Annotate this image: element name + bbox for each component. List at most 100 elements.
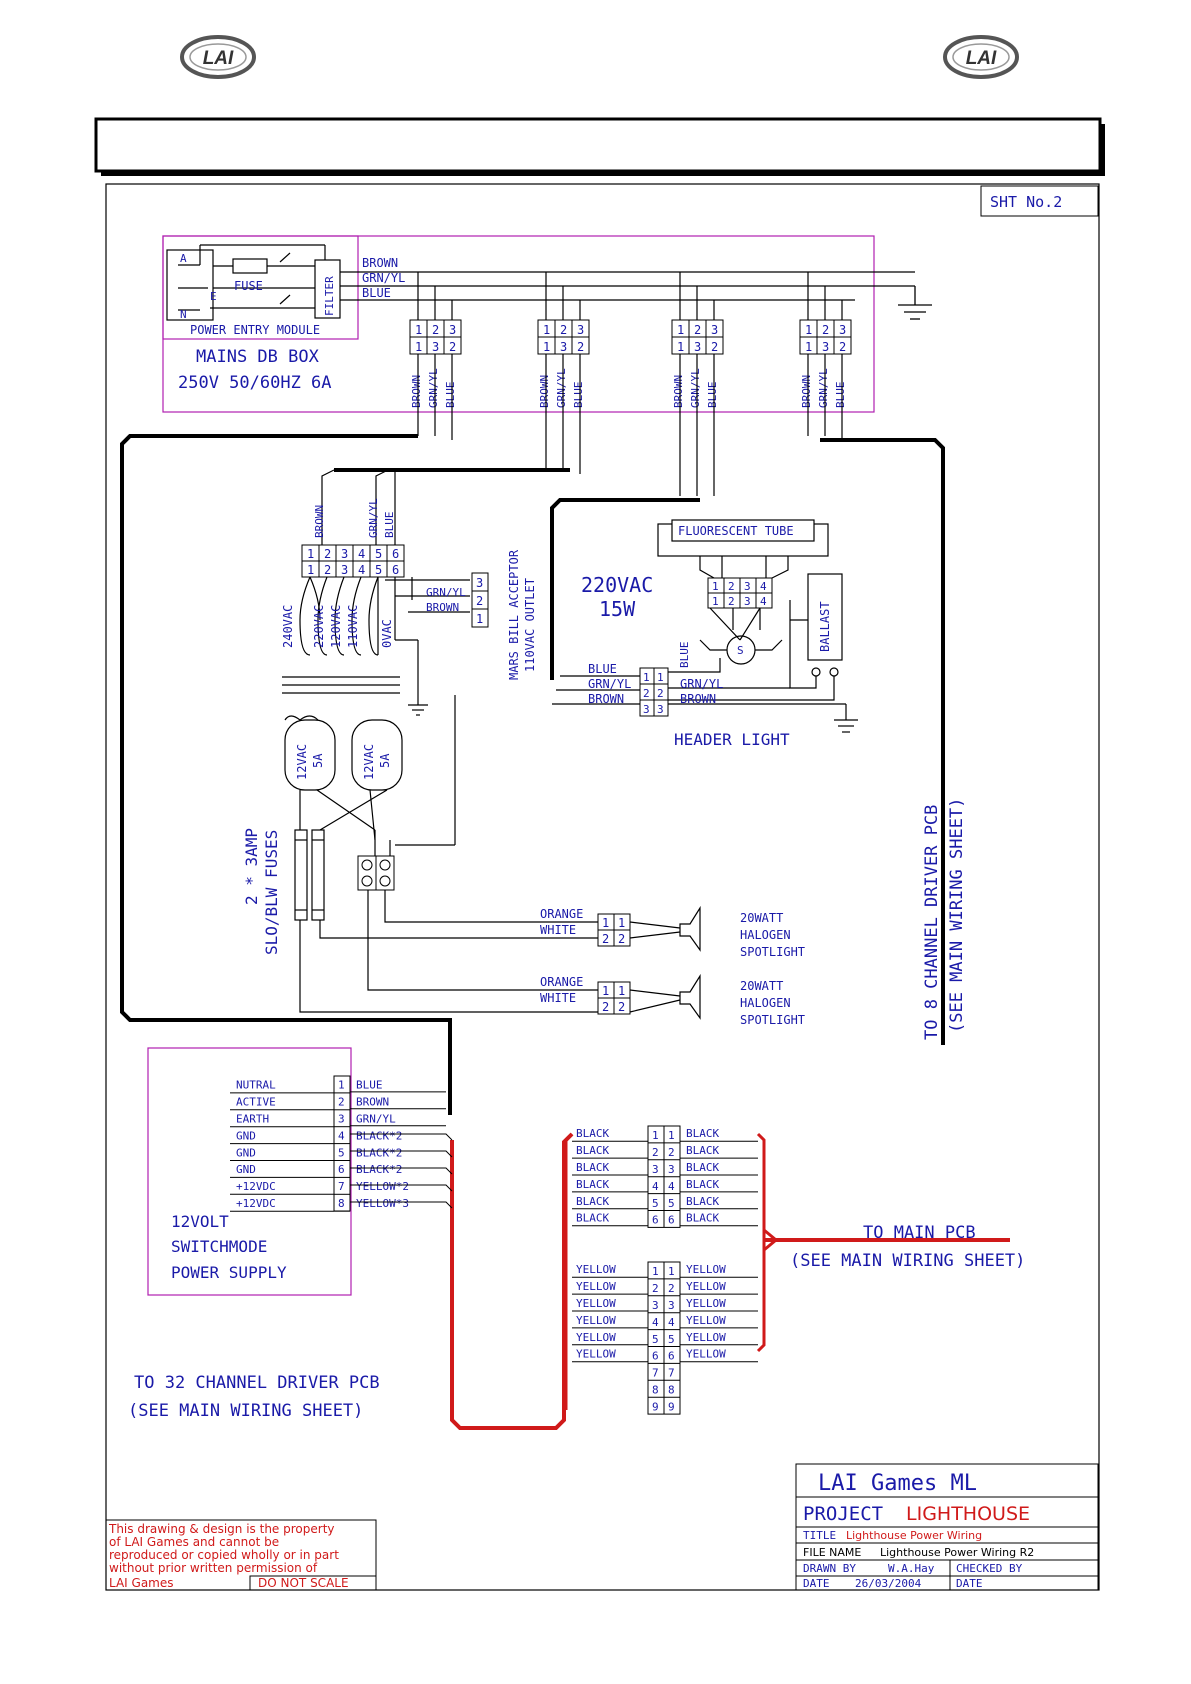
fuses-line1: 2 * 3AMP	[242, 828, 261, 905]
fuse-holders	[294, 829, 325, 921]
spot-pin: 1	[602, 984, 609, 998]
terminal-pin: 9	[652, 1400, 659, 1413]
hl-pin: 3	[744, 595, 751, 608]
red-harness-left	[564, 1132, 574, 1410]
tap-0vac: 0VAC	[380, 619, 394, 648]
spot2-wire-orange: ORANGE	[540, 975, 583, 989]
tb-pin: 1	[543, 323, 550, 337]
terminal-wire-out: YELLOW	[686, 1297, 726, 1310]
terminal-block-2: 1 2 3 1 3 2	[537, 319, 590, 355]
red-harness-join	[763, 1228, 779, 1252]
hlc-pin: 2	[657, 687, 664, 700]
tb-pin: 2	[432, 323, 439, 337]
terminal-pin: 2	[652, 1282, 659, 1295]
terminal-pin: 5	[652, 1333, 659, 1346]
xfmr-pin: 4	[358, 547, 365, 561]
xfmr-pin: 5	[375, 563, 382, 577]
fuses-line2: SLO/BLW FUSES	[262, 830, 281, 955]
spotlight-1-connector: 1 1 2 2	[597, 913, 631, 947]
terminal-wire-out: YELLOW	[686, 1280, 726, 1293]
header-bar	[94, 117, 1102, 173]
tap-120vac: 120VAC	[329, 605, 343, 648]
tap-220vac: 220VAC	[312, 605, 326, 648]
notice-line-5: LAI Games	[109, 1576, 174, 1590]
logo-text-right: LAI	[966, 48, 997, 69]
psu-name-1: 12VOLT	[171, 1212, 229, 1231]
psu-row-pin: 1	[338, 1079, 345, 1092]
terminal-wire-in: YELLOW	[576, 1280, 616, 1293]
ba-pin: 1	[476, 612, 483, 626]
secondary-2-current: 5A	[378, 753, 392, 768]
psu-row-wire: BLUE	[356, 1079, 383, 1092]
terminal-wire-in: YELLOW	[576, 1314, 616, 1327]
spot1-wire-white: WHITE	[540, 923, 576, 937]
header-light-voltage: 220VAC	[581, 573, 653, 597]
hl-pin: 4	[760, 580, 767, 593]
date-label: DATE	[803, 1577, 830, 1590]
tb-pin: 2	[694, 323, 701, 337]
spot-pin: 2	[618, 1000, 625, 1014]
hlc-pin: 3	[657, 703, 664, 716]
hl-pin: 3	[744, 580, 751, 593]
tb-pin: 2	[839, 340, 846, 354]
title-block	[795, 1463, 1099, 1591]
psu-row-label: +12VDC	[236, 1180, 276, 1193]
terminal-pin: 7	[668, 1367, 675, 1380]
spot2-label2: HALOGEN	[740, 996, 791, 1010]
hlc-pin: 2	[643, 687, 650, 700]
transformer-core	[282, 676, 400, 694]
power-entry-internals	[166, 244, 341, 321]
ba-pin: 2	[476, 594, 483, 608]
header-light-power: 15W	[599, 597, 636, 621]
transformer-primary-leads	[321, 469, 396, 545]
terminal-pin: 5	[668, 1333, 675, 1346]
xfmr-pin: 2	[324, 563, 331, 577]
notice-line-3: reproduced or copied wholly or in part	[109, 1548, 339, 1562]
do-not-scale: DO NOT SCALE	[258, 1576, 349, 1590]
terminal-wire-out: BLACK	[686, 1127, 719, 1140]
wire-label: BROWN	[672, 375, 685, 408]
terminal-pin: 6	[652, 1350, 659, 1363]
hlc-pin: 1	[657, 671, 664, 684]
tb-pin: 2	[822, 323, 829, 337]
drawn-label: DRAWN BY	[803, 1562, 856, 1575]
terminal-block-4: 1 2 3 1 3 2	[799, 319, 852, 355]
psu-row-wire: BLACK*2	[356, 1129, 402, 1142]
terminal-wire-in: BLACK	[576, 1195, 609, 1208]
psu-row-pin: 8	[338, 1197, 345, 1210]
starter-label: S	[737, 644, 744, 657]
psu-row-pin: 5	[338, 1146, 345, 1159]
tb-pin: 1	[805, 323, 812, 337]
notice-line-1: This drawing & design is the property	[108, 1522, 335, 1536]
primary-windings	[299, 576, 470, 716]
block-wire-labels: BROWN GRN/YL BLUE BROWN GRN/YL BLUE BROW…	[410, 368, 847, 408]
psu-row-wire: YELLOW*3	[356, 1197, 409, 1210]
terminal-wire-in: YELLOW	[576, 1263, 616, 1276]
wire-label: BROWN	[800, 375, 813, 408]
wire-label: GRN/YL	[555, 368, 568, 408]
sheet-number-box: SHT No.2	[980, 185, 1099, 217]
tb-pin: 3	[449, 323, 456, 337]
hl-pin: 2	[728, 580, 735, 593]
driver32-line2: (SEE MAIN WIRING SHEET)	[128, 1401, 363, 1421]
terminal-pin: 8	[652, 1383, 659, 1396]
terminal-pin: 6	[668, 1350, 675, 1363]
bill-acceptor-label: MARS BILL ACCEPTOR	[507, 549, 521, 680]
xfmr-pin: 3	[341, 563, 348, 577]
header-light-connector: 1 1 2 2 3 3	[639, 667, 669, 717]
drawing-frame	[105, 183, 1100, 1591]
wire-label: GRN/YL	[817, 368, 830, 408]
psu-row-label: EARTH	[236, 1112, 269, 1125]
hl-pin: 4	[760, 595, 767, 608]
xfmr-wire-brown: BROWN	[313, 505, 326, 538]
terminal-pin: 8	[668, 1383, 675, 1396]
tb-pin: 3	[577, 323, 584, 337]
tb-pin: 2	[577, 340, 584, 354]
spotlight-wiring	[299, 890, 701, 1020]
header-light-label: HEADER LIGHT	[674, 730, 790, 749]
filter-label: FILTER	[323, 276, 336, 316]
ba-wire-brown: BROWN	[426, 601, 459, 614]
